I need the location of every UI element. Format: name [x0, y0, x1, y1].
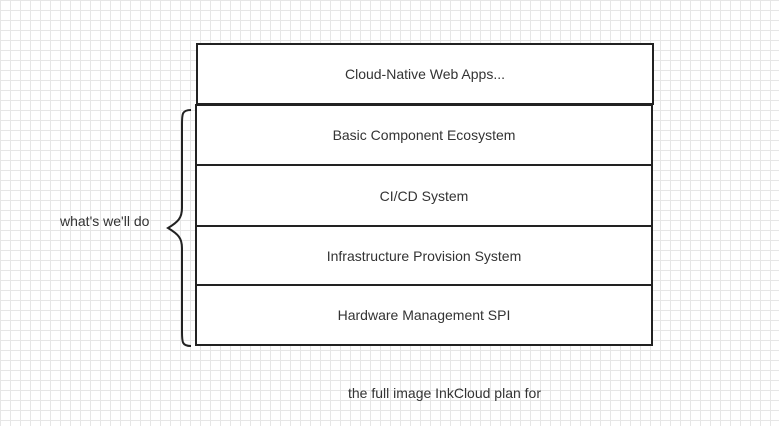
- layer-stack: Basic Component Ecosystem CI/CD System I…: [195, 104, 653, 346]
- layer-label: Basic Component Ecosystem: [332, 127, 516, 143]
- layer-ci-cd-system: CI/CD System: [197, 166, 651, 227]
- layer-infrastructure-provision-system: Infrastructure Provision System: [197, 227, 651, 286]
- diagram-caption: the full image InkCloud plan for: [348, 385, 541, 401]
- layer-basic-component-ecosystem: Basic Component Ecosystem: [197, 106, 651, 166]
- layer-label: Infrastructure Provision System: [326, 247, 522, 264]
- layer-cloud-native-web-apps: Cloud-Native Web Apps...: [196, 43, 654, 105]
- layer-label: Hardware Management SPI: [337, 307, 511, 323]
- layer-label: Cloud-Native Web Apps...: [344, 66, 506, 82]
- brace-label: what's we'll do: [60, 213, 150, 229]
- layer-label: CI/CD System: [379, 187, 469, 204]
- layer-hardware-management-spi: Hardware Management SPI: [197, 286, 651, 344]
- curly-brace-icon: [166, 109, 192, 347]
